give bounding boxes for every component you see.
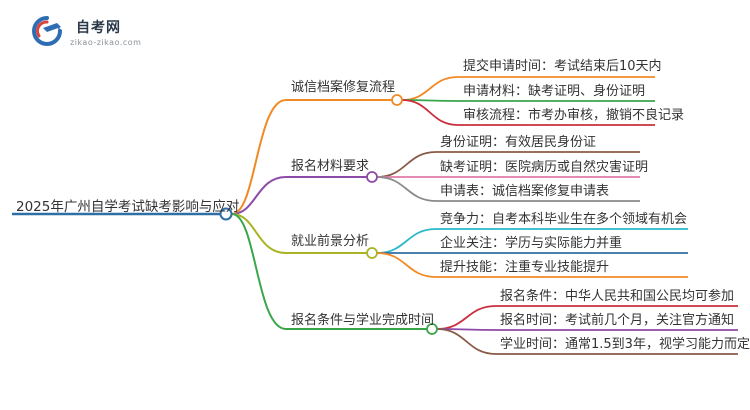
- leaf-1-1-label: 提交申请时间：考试结束后10天内: [463, 59, 662, 74]
- leaf-4-3-label: 学业时间：通常1.5到3年，视学习能力而定: [500, 337, 750, 352]
- branch-3-label: 就业前景分析: [291, 234, 370, 249]
- branch-4-label: 报名条件与学业完成时间: [291, 313, 435, 328]
- leaf-3-2-label: 企业关注：学历与实际能力并重: [440, 236, 623, 251]
- branch-4-node: [426, 323, 438, 335]
- leaf-1-1-connector: [401, 76, 459, 101]
- leaf-3-1-connector: [376, 228, 437, 254]
- leaf-2-1-connector: [376, 151, 437, 178]
- leaf-1-2-label: 申请材料：缺考证明、身份证明: [463, 84, 646, 99]
- logo-url: zikao-zikao.com: [70, 38, 142, 47]
- branch-2-label: 报名材料要求: [291, 159, 370, 174]
- root-node: [219, 207, 233, 221]
- leaf-2-3-label: 申请表：诚信档案修复申请表: [440, 184, 610, 199]
- leaf-2-1-label: 身份证明：有效居民身份证: [440, 135, 597, 150]
- leaf-3-1-label: 竞争力：自考本科毕业生在多个领域有机会: [440, 212, 688, 227]
- branch-1-label: 诚信档案修复流程: [291, 80, 396, 95]
- branch-3-node: [366, 247, 378, 259]
- branch-2-connector: [231, 176, 287, 215]
- leaf-4-3-connector: [436, 328, 497, 355]
- leaf-3-3-label: 提升技能：注重专业技能提升: [440, 260, 610, 275]
- leaf-4-1-connector: [436, 305, 497, 330]
- graduation-cap-icon: [32, 16, 62, 46]
- branch-3-connector: [231, 213, 287, 254]
- root-topic-label: 2025年广州自学考试缺考影响与应对: [16, 199, 240, 215]
- branch-2-node: [366, 171, 378, 183]
- logo-title: 自考网: [76, 20, 121, 36]
- leaf-1-3-connector: [401, 99, 459, 126]
- leaf-2-2-label: 缺考证明：医院病历或自然灾害证明: [440, 160, 649, 175]
- leaf-4-1-label: 报名条件：中华人民共和国公民均可参加: [500, 289, 735, 304]
- leaf-4-2-label: 报名时间：考试前几个月，关注官方通知: [500, 313, 735, 328]
- branch-1-connector: [231, 99, 287, 215]
- leaf-2-3-connector: [376, 176, 437, 202]
- leaf-3-3-connector: [376, 252, 437, 278]
- branch-1-node: [391, 94, 403, 106]
- site-logo[interactable]: 自考网 zikao-zikao.com: [30, 14, 160, 52]
- branch-4-connector: [231, 213, 287, 330]
- leaf-1-3-label: 审核流程：市考办审核，撤销不良记录: [463, 108, 685, 123]
